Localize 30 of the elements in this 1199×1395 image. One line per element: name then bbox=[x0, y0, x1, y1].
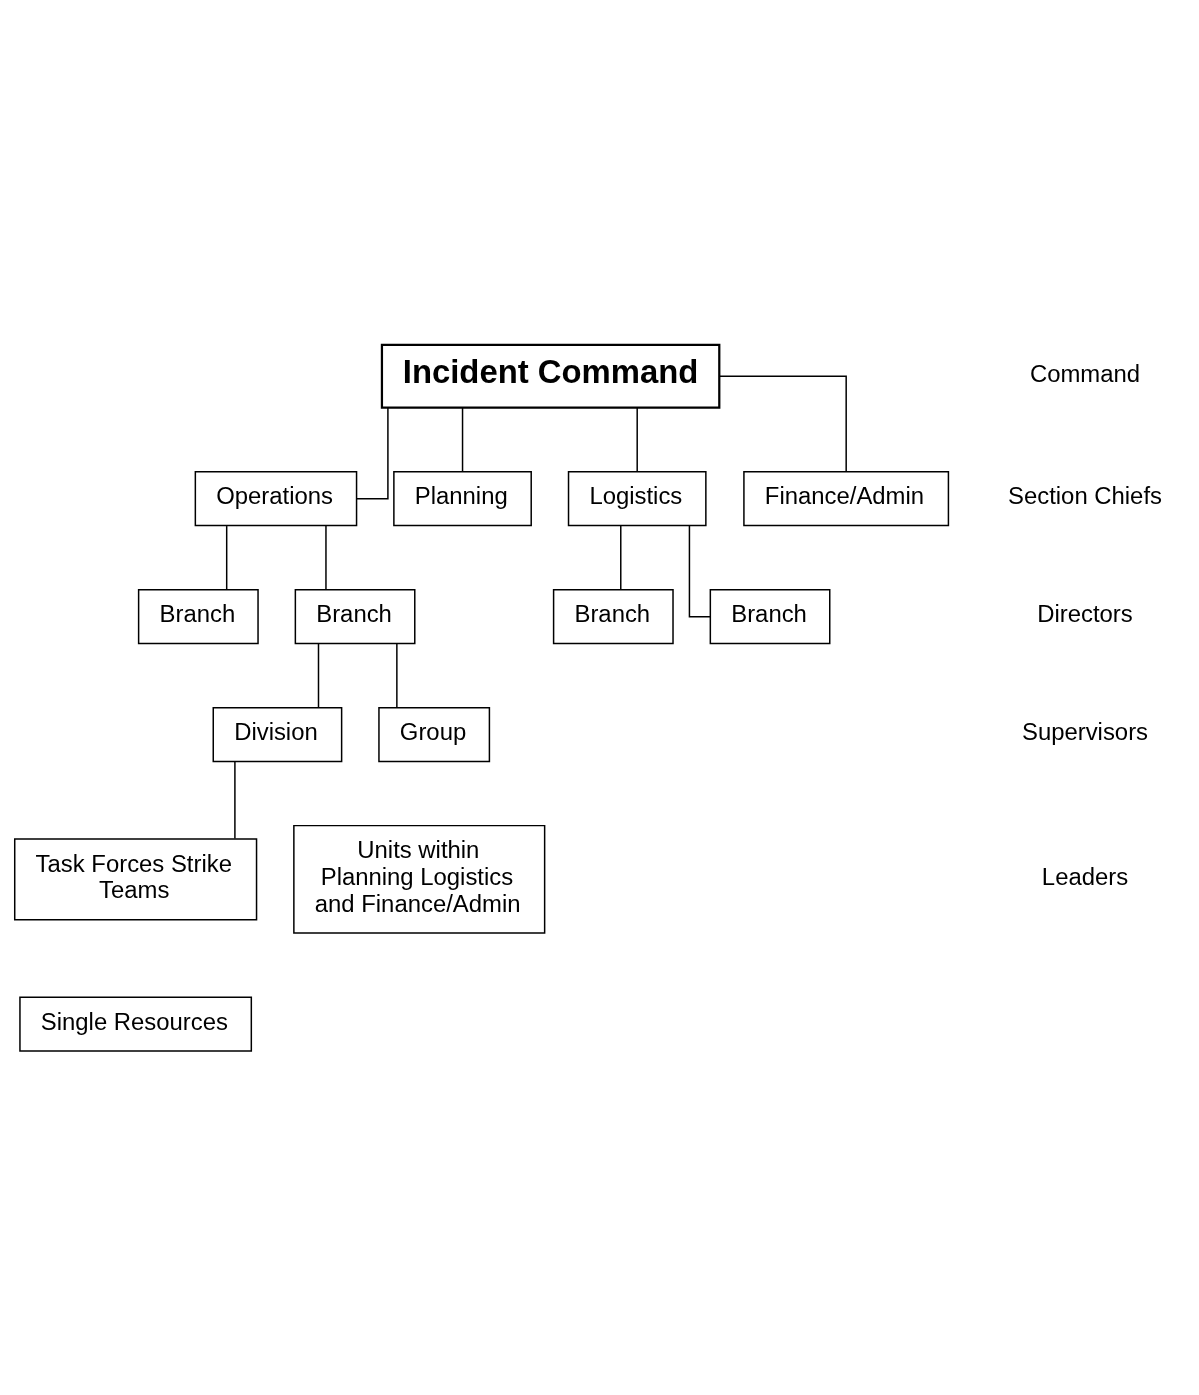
node-box: Branch bbox=[552, 588, 674, 644]
node-box: Units within Planning Logistics and Finance/Admin bbox=[293, 824, 546, 934]
connector bbox=[718, 375, 847, 472]
connector bbox=[355, 406, 389, 499]
node-box: Single Resources bbox=[19, 996, 253, 1052]
node-box: Planning bbox=[393, 470, 532, 526]
node-box: Branch bbox=[137, 588, 259, 644]
connector bbox=[317, 642, 320, 708]
label: Leaders bbox=[1041, 862, 1129, 890]
label: Supervisors bbox=[1021, 717, 1149, 745]
connector bbox=[461, 406, 464, 472]
label: Directors bbox=[1037, 599, 1133, 627]
node-box: Branch bbox=[294, 588, 416, 644]
node-box: Finance/Admin bbox=[743, 470, 950, 526]
label: Section Chiefs bbox=[1008, 481, 1162, 509]
connector bbox=[636, 406, 638, 472]
connector bbox=[620, 524, 622, 590]
node-box: Incident Command bbox=[380, 343, 721, 409]
node-box: Group bbox=[378, 706, 491, 762]
label: Command bbox=[1029, 359, 1141, 387]
node-box: Task Forces Strike Teams bbox=[14, 837, 258, 920]
node-box: Division bbox=[212, 706, 343, 762]
connector bbox=[325, 524, 327, 590]
connector bbox=[234, 760, 236, 839]
connector bbox=[225, 524, 228, 590]
connector bbox=[688, 524, 711, 617]
node-box: Branch bbox=[709, 588, 831, 644]
connector bbox=[396, 642, 398, 708]
node-box: Operations bbox=[194, 470, 358, 526]
node-box: Logistics bbox=[567, 470, 707, 526]
